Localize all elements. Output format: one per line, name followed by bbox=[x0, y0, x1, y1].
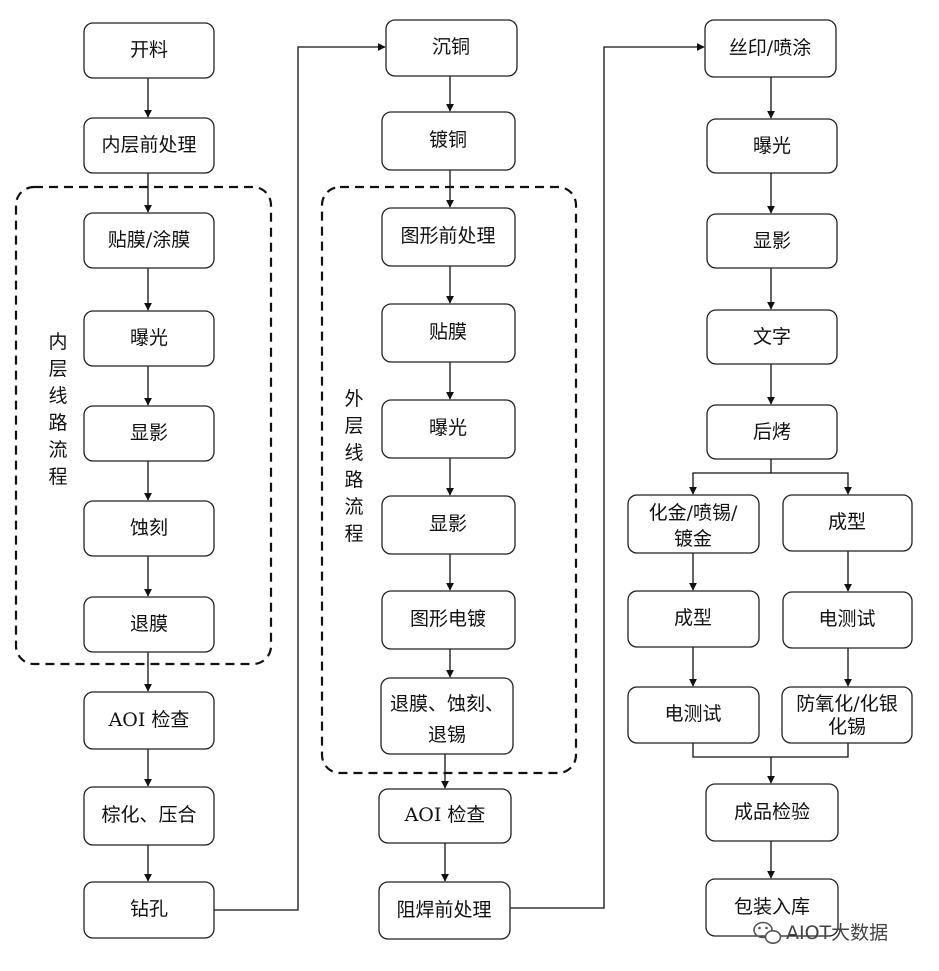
inner-layer-label-char: 流 bbox=[48, 439, 67, 461]
node-houkao: 后烤 bbox=[706, 404, 838, 460]
svg-text:贴膜/涂膜: 贴膜/涂膜 bbox=[108, 229, 190, 251]
watermark: AIOT大数据 bbox=[753, 921, 888, 944]
svg-text:图形前处理: 图形前处理 bbox=[400, 225, 495, 247]
inner-layer-label-char: 路 bbox=[48, 412, 67, 434]
node-tuxing-diandu: 图形电镀 bbox=[381, 590, 516, 650]
outer-layer-label-char: 线 bbox=[344, 442, 363, 464]
svg-text:成品检验: 成品检验 bbox=[734, 801, 810, 823]
node-chengxing-right: 成型 bbox=[782, 494, 913, 552]
svg-text:显影: 显影 bbox=[429, 513, 467, 535]
node-chentong: 沉铜 bbox=[385, 19, 518, 77]
svg-text:成型: 成型 bbox=[674, 607, 712, 629]
node-xianying-1: 显影 bbox=[83, 405, 215, 462]
outer-layer-group-label: 外 层 线 路 流 程 bbox=[344, 388, 363, 545]
node-huajin-penxi-dujin: 化金/喷锡/ 镀金 bbox=[627, 494, 760, 554]
svg-text:AOI 检查: AOI 检查 bbox=[108, 709, 190, 731]
outer-layer-label-char: 流 bbox=[344, 496, 363, 518]
node-tuxing-qianchuli: 图形前处理 bbox=[381, 207, 516, 267]
svg-text:AOI 检查: AOI 检查 bbox=[404, 804, 486, 826]
inner-layer-label-char: 内 bbox=[48, 331, 67, 353]
node-tiemo-2: 贴膜 bbox=[381, 303, 516, 363]
node-fangyanghua-huayin-huaxi: 防氧化/化银 化锡 bbox=[781, 686, 913, 744]
svg-text:内层前处理: 内层前处理 bbox=[101, 134, 196, 156]
svg-text:化金/喷锡/: 化金/喷锡/ bbox=[649, 502, 738, 524]
svg-text:显影: 显影 bbox=[130, 422, 168, 444]
svg-text:阻焊前处理: 阻焊前处理 bbox=[396, 899, 491, 921]
inner-layer-label-char: 程 bbox=[48, 466, 67, 488]
inner-layer-group-label: 内 层 线 路 流 程 bbox=[48, 331, 67, 488]
svg-text:电测试: 电测试 bbox=[664, 703, 721, 725]
node-baoguang-2: 曝光 bbox=[381, 399, 516, 459]
outer-layer-label-char: 层 bbox=[344, 415, 363, 437]
svg-text:退锡: 退锡 bbox=[428, 724, 466, 746]
node-shike: 蚀刻 bbox=[83, 500, 215, 557]
inner-layer-group-frame bbox=[14, 185, 273, 666]
edge-houkao-split-right bbox=[771, 472, 852, 495]
svg-text:曝光: 曝光 bbox=[429, 417, 467, 439]
inner-layer-label-char: 线 bbox=[48, 385, 67, 407]
edge-houkao-split bbox=[689, 459, 772, 495]
node-zuankong: 钻孔 bbox=[83, 881, 215, 939]
node-zonghua-yahe: 棕化、压合 bbox=[83, 786, 215, 846]
node-tiemo-tumo: 贴膜/涂膜 bbox=[83, 212, 215, 269]
svg-text:化锡: 化锡 bbox=[828, 716, 866, 738]
svg-text:开料: 开料 bbox=[130, 39, 168, 61]
svg-text:电测试: 电测试 bbox=[818, 608, 875, 630]
svg-text:包装入库: 包装入库 bbox=[734, 896, 810, 918]
node-aoi-2: AOI 检查 bbox=[378, 788, 512, 844]
edge-zuhan-to-siyin bbox=[510, 43, 705, 909]
svg-text:防氧化/化银: 防氧化/化银 bbox=[796, 693, 897, 715]
node-tuimo-1: 退膜 bbox=[83, 596, 215, 653]
node-wenzi: 文字 bbox=[706, 309, 838, 365]
svg-text:成型: 成型 bbox=[828, 511, 866, 533]
svg-text:曝光: 曝光 bbox=[130, 327, 168, 349]
svg-text:文字: 文字 bbox=[753, 326, 791, 348]
svg-text:退膜: 退膜 bbox=[130, 613, 168, 635]
outer-layer-label-char: 路 bbox=[344, 469, 363, 491]
node-zuhan-qianchuli: 阻焊前处理 bbox=[378, 881, 511, 940]
node-kailiao: 开料 bbox=[83, 22, 215, 79]
node-xianying-3: 显影 bbox=[706, 213, 838, 269]
node-baoguang-1: 曝光 bbox=[83, 310, 215, 367]
node-chengxing-left: 成型 bbox=[627, 590, 760, 648]
node-baoguang-3: 曝光 bbox=[706, 118, 838, 174]
node-xianying-2: 显影 bbox=[381, 495, 516, 555]
svg-text:曝光: 曝光 bbox=[753, 135, 791, 157]
wechat-icon bbox=[753, 921, 782, 944]
svg-text:显影: 显影 bbox=[753, 230, 791, 252]
inner-layer-label-char: 层 bbox=[48, 358, 67, 380]
node-baozhuang-ruku: 包装入库 bbox=[705, 878, 839, 937]
edge-zuankong-to-chentong bbox=[213, 43, 386, 911]
svg-text:镀铜: 镀铜 bbox=[429, 129, 467, 151]
outer-layer-label-char: 外 bbox=[344, 388, 363, 410]
svg-text:贴膜: 贴膜 bbox=[429, 321, 467, 343]
svg-text:钻孔: 钻孔 bbox=[130, 898, 168, 920]
svg-text:镀金: 镀金 bbox=[674, 528, 712, 550]
outer-layer-label-char: 程 bbox=[344, 523, 363, 545]
node-aoi-1: AOI 检查 bbox=[83, 691, 215, 750]
svg-text:后烤: 后烤 bbox=[753, 421, 791, 443]
svg-text:沉铜: 沉铜 bbox=[432, 36, 470, 58]
node-tuimo-shike-tuixi: 退膜、蚀刻、 退锡 bbox=[380, 677, 514, 755]
edge-merge-left bbox=[692, 743, 849, 758]
outer-layer-group-frame bbox=[320, 185, 578, 775]
node-dianceshi-left: 电测试 bbox=[627, 686, 760, 744]
svg-text:棕化、压合: 棕化、压合 bbox=[101, 804, 196, 826]
watermark-text: AIOT大数据 bbox=[786, 922, 888, 944]
svg-text:图形电镀: 图形电镀 bbox=[410, 608, 486, 630]
node-dianceshi-right: 电测试 bbox=[782, 591, 913, 649]
node-chengpin-jianyan: 成品检验 bbox=[705, 783, 839, 842]
svg-text:丝印/喷涂: 丝印/喷涂 bbox=[729, 37, 811, 59]
node-neiceng-qianchuli: 内层前处理 bbox=[83, 117, 215, 174]
svg-text:退膜、蚀刻、: 退膜、蚀刻、 bbox=[390, 693, 504, 715]
node-dutong: 镀铜 bbox=[381, 111, 516, 171]
node-siyin-pentu: 丝印/喷涂 bbox=[704, 19, 837, 78]
svg-text:蚀刻: 蚀刻 bbox=[130, 517, 168, 539]
edges bbox=[144, 43, 852, 911]
